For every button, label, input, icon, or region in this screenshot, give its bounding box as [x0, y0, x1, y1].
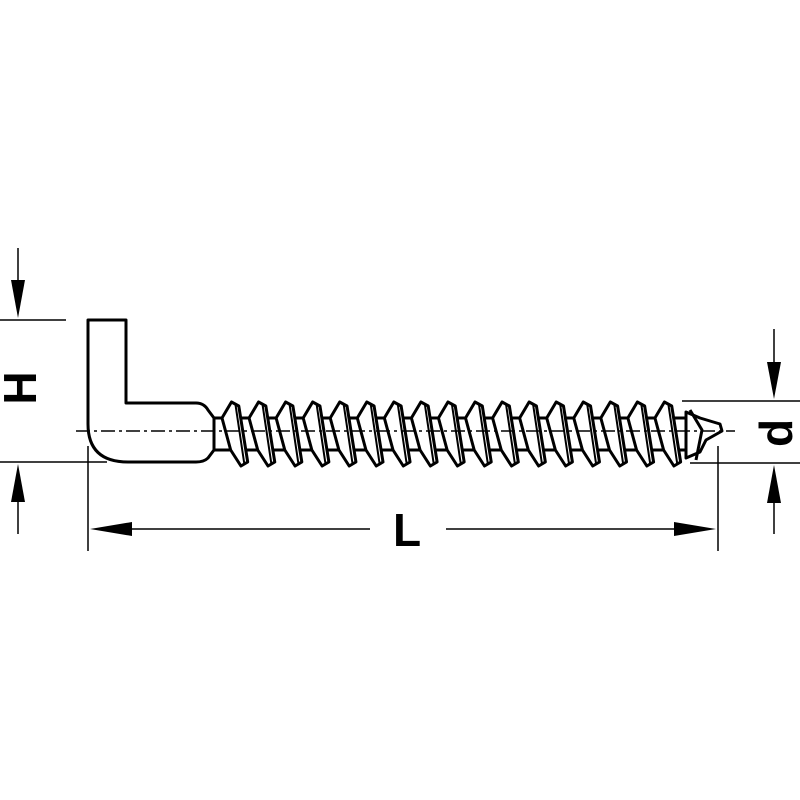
hook-head [86, 318, 216, 464]
tip-outline [684, 410, 724, 460]
height-dimension [0, 248, 107, 534]
thread-crest-edge [613, 404, 625, 464]
thread-crest-edge [532, 404, 543, 464]
h-arrowhead-bottom [11, 464, 25, 502]
thread-crest-edge [315, 404, 327, 464]
thread [220, 400, 683, 468]
length-label: L [393, 504, 421, 556]
l-arrowhead-right [674, 522, 716, 536]
thread-crest-edge [288, 404, 300, 464]
thread-crest-edge [586, 404, 597, 464]
tip-thread-1 [688, 409, 704, 461]
thread-crest-edge [640, 404, 652, 464]
screw-tip [684, 409, 724, 461]
thread-crest-edge [505, 404, 516, 464]
thread-crest-edge [451, 404, 462, 464]
diameter-label: d [750, 419, 800, 447]
thread-crest-edge [423, 404, 435, 464]
h-arrowhead-top [11, 280, 25, 318]
thread-crest-edge [396, 404, 408, 464]
thread-crest-edge [478, 404, 489, 464]
d-arrowhead-top [767, 362, 781, 399]
thread-crest-edge [667, 404, 679, 464]
d-arrowhead-bottom [767, 465, 781, 503]
diameter-dimension [682, 329, 800, 534]
l-arrowhead-left [90, 522, 132, 536]
thread-crest-edge [234, 404, 246, 464]
thread-crest-edge [369, 404, 381, 464]
thread-crest-edge [261, 404, 273, 464]
height-label: H [0, 371, 46, 404]
thread-crest-edge [559, 404, 570, 464]
hook-outline [86, 318, 216, 464]
thread-crest-edge [342, 404, 354, 464]
